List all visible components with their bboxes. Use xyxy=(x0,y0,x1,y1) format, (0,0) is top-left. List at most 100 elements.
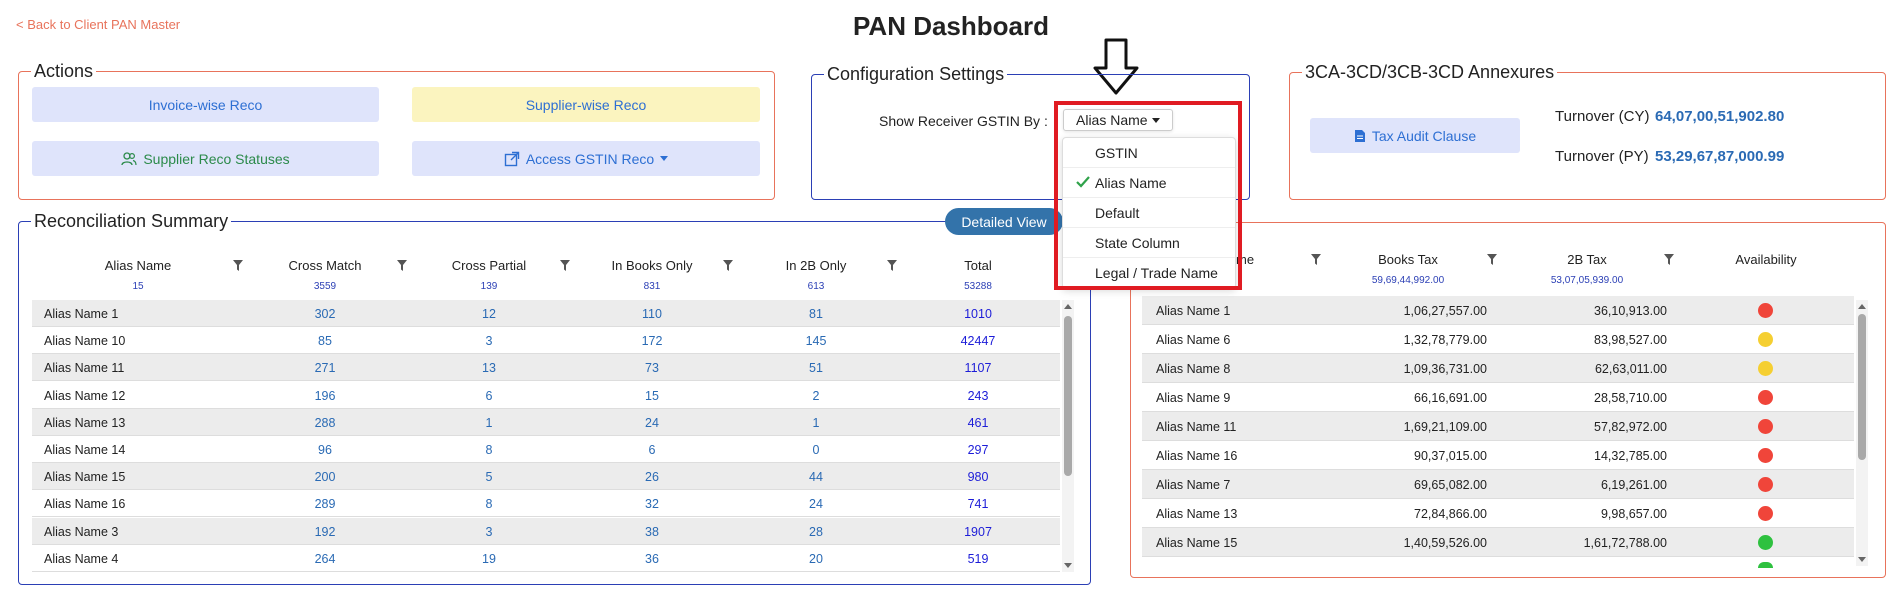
row-alias-name: Alias Name 1 xyxy=(44,307,119,321)
dropdown-option[interactable]: Legal / Trade Name xyxy=(1063,258,1235,288)
row-alias-name: Alias Name 4 xyxy=(44,551,119,566)
row-2b-tax: 9,98,657.00 xyxy=(1600,507,1667,521)
row-value[interactable]: 297 xyxy=(967,443,989,457)
scroll-up-arrow[interactable] xyxy=(1064,304,1072,309)
dropdown-option[interactable]: Default xyxy=(1063,198,1235,228)
row-value: 271 xyxy=(314,361,336,376)
status-red-dot-icon xyxy=(1758,419,1773,434)
back-to-client-pan-master-link[interactable]: < Back to Client PAN Master xyxy=(16,17,181,32)
filter-icon[interactable] xyxy=(723,260,733,271)
availability-scrollbar[interactable] xyxy=(1856,300,1868,566)
row-2b-tax: 36,10,913.00 xyxy=(1594,304,1667,318)
column-header-availability: Availability xyxy=(1735,252,1797,267)
page-title: PAN Dashboard xyxy=(853,11,1049,41)
detailed-view-button[interactable]: Detailed View xyxy=(945,208,1063,235)
filter-icon[interactable] xyxy=(1487,254,1497,265)
dropdown-option[interactable]: State Column xyxy=(1063,228,1235,258)
column-subtotal-2: 139 xyxy=(480,281,498,292)
row-value[interactable]: 1107 xyxy=(964,361,992,376)
row-2b-tax: 14,32,785.00 xyxy=(1594,449,1667,463)
row-value[interactable]: 1010 xyxy=(964,307,992,321)
dropdown-option-label: Alias Name xyxy=(1095,174,1167,191)
row-value: 2 xyxy=(812,388,820,403)
tax-audit-clause-button[interactable]: Tax Audit Clause xyxy=(1310,118,1520,153)
row-value[interactable]: 741 xyxy=(967,497,989,512)
row-value[interactable]: 42447 xyxy=(960,334,996,349)
status-green-dot-icon xyxy=(1758,535,1773,550)
actions-legend: Actions xyxy=(34,61,94,81)
row-value[interactable]: 461 xyxy=(967,415,989,430)
row-value[interactable]: 519 xyxy=(967,551,989,566)
row-books-tax: 1,40,59,526.00 xyxy=(1403,536,1487,550)
invoice-wise-reco-button[interactable]: Invoice-wise Reco xyxy=(32,87,379,122)
row-value: 110 xyxy=(642,307,662,321)
column-subtotal-5: 53288 xyxy=(964,281,992,292)
dropdown-option-label: State Column xyxy=(1095,234,1180,251)
column-subtotal-4: 613 xyxy=(807,281,825,292)
external-link-icon xyxy=(504,151,520,166)
supplier-reco-statuses-label: Supplier Reco Statuses xyxy=(143,150,290,167)
row-value: 19 xyxy=(482,551,496,566)
row-2b-tax: 6,19,261.00 xyxy=(1600,478,1667,492)
row-value: 15 xyxy=(645,388,659,403)
filter-icon[interactable] xyxy=(233,260,243,271)
row-books-tax: 1,69,21,109.00 xyxy=(1403,420,1487,434)
reconciliation-scrollbar[interactable] xyxy=(1062,300,1074,572)
dropdown-option[interactable]: GSTIN xyxy=(1063,138,1235,168)
row-value: 3 xyxy=(485,334,493,349)
access-gstin-reco-button[interactable]: Access GSTIN Reco xyxy=(412,141,760,176)
filter-icon[interactable] xyxy=(1664,254,1674,265)
receiver-gstin-selected-value: Alias Name xyxy=(1076,112,1148,128)
scroll-down-arrow[interactable] xyxy=(1858,557,1866,562)
filter-icon[interactable] xyxy=(560,260,570,271)
filter-icon[interactable] xyxy=(887,260,897,271)
status-yellow-dot-icon xyxy=(1758,332,1773,347)
column-subtotal-2b-tax: 53,07,05,939.00 xyxy=(1550,275,1624,286)
scroll-down-arrow[interactable] xyxy=(1064,563,1072,568)
row-value[interactable]: 980 xyxy=(967,470,989,485)
column-header-books-tax: Books Tax xyxy=(1378,252,1438,267)
row-value: 200 xyxy=(314,470,336,485)
dropdown-option[interactable]: Alias Name xyxy=(1063,168,1235,198)
status-red-dot-icon xyxy=(1758,448,1773,463)
reconciliation-scroll-thumb[interactable] xyxy=(1064,316,1072,476)
document-icon xyxy=(1354,129,1365,142)
row-value: 24 xyxy=(809,497,823,512)
row-alias-name: Alias Name 8 xyxy=(1156,362,1231,376)
filter-icon[interactable] xyxy=(397,260,407,271)
row-books-tax: 69,65,082.00 xyxy=(1414,478,1487,492)
turnover-py-label: Turnover (PY) xyxy=(1555,148,1649,165)
supplier-reco-statuses-button[interactable]: Supplier Reco Statuses xyxy=(32,141,379,176)
availability-scroll-thumb[interactable] xyxy=(1858,314,1866,460)
receiver-gstin-select[interactable]: Alias Name xyxy=(1063,109,1173,131)
filter-icon[interactable] xyxy=(1311,254,1321,265)
scroll-up-arrow[interactable] xyxy=(1858,304,1866,309)
row-value[interactable]: 243 xyxy=(967,388,989,403)
row-value: 288 xyxy=(314,415,336,430)
supplier-wise-reco-button[interactable]: Supplier-wise Reco xyxy=(412,87,760,122)
row-value: 44 xyxy=(809,470,823,485)
row-value[interactable]: 1907 xyxy=(964,524,992,539)
row-value: 8 xyxy=(485,497,493,512)
row-alias-name: Alias Name 10 xyxy=(44,334,126,349)
configuration-settings-legend: Configuration Settings xyxy=(827,64,1005,84)
